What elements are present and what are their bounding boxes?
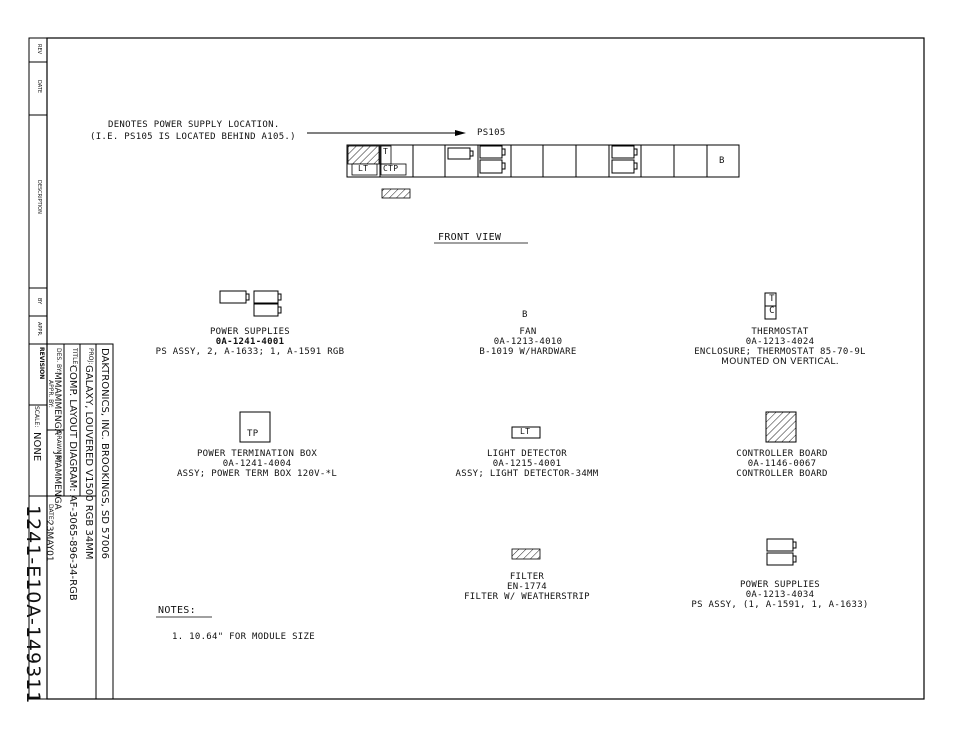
component-part: 0A-1241-4004 bbox=[222, 459, 292, 469]
component-name: POWER TERMINATION BOX bbox=[196, 449, 318, 459]
drawing-date: 23MAY01 bbox=[44, 520, 54, 562]
component-part: 0A-1213-4034 bbox=[745, 590, 815, 600]
date-label-tb: DATE: bbox=[47, 504, 54, 522]
component-desc: FILTER W/ WEATHERSTRIP bbox=[464, 592, 590, 602]
cell-termination-box bbox=[380, 163, 407, 176]
des-label: DES. BY: bbox=[55, 348, 62, 373]
light-detector-icon bbox=[511, 426, 541, 439]
callout-line-1: DENOTES POWER SUPPLY LOCATION. bbox=[108, 120, 280, 130]
component-thermostat: THERMOSTAT 0A-1213-4024 ENCLOSURE; THERM… bbox=[660, 327, 900, 367]
strip-label-fan: B bbox=[719, 156, 725, 166]
component-name: LIGHT DETECTOR bbox=[486, 449, 568, 459]
strip-label-t: T bbox=[383, 147, 389, 156]
appr-by-label: APPR. BY: bbox=[47, 380, 54, 408]
note-item: 1. 10.64" FOR MODULE SIZE bbox=[172, 632, 315, 642]
cell-power-supply-2 bbox=[479, 145, 506, 174]
callout-target: PS105 bbox=[477, 128, 506, 138]
drafter: JMAMMENGA bbox=[52, 452, 62, 510]
callout-line-2: (I.E. PS105 IS LOCATED BEHIND A105.) bbox=[90, 132, 296, 142]
proj-label: PROJ: bbox=[87, 348, 94, 365]
cell-power-supply-1 bbox=[447, 147, 474, 160]
description-label: DESCRIPTION bbox=[36, 180, 42, 214]
termination-box-icon bbox=[239, 411, 271, 443]
light-detector-symbol: LT bbox=[520, 427, 531, 436]
component-name: FILTER bbox=[509, 572, 545, 582]
date-label: DATE bbox=[36, 80, 42, 94]
termination-box-symbol: TP bbox=[247, 429, 259, 439]
component-part: 0A-1213-4024 bbox=[745, 337, 815, 347]
component-filter: FILTER EN-1774 FILTER W/ WEATHERSTRIP bbox=[407, 572, 647, 602]
component-extra: MOUNTED ON VERTICAL. bbox=[721, 357, 839, 367]
component-light-detector: LIGHT DETECTOR 0A-1215-4001 ASSY; LIGHT … bbox=[407, 449, 647, 479]
component-power-supplies-2: POWER SUPPLIES 0A-1213-4034 PS ASSY, (1,… bbox=[660, 580, 900, 610]
filter-icon bbox=[511, 548, 541, 560]
power-supplies-2-icon bbox=[766, 538, 797, 566]
front-view-title: FRONT VIEW bbox=[438, 232, 502, 243]
title-label: TITLE: bbox=[71, 348, 78, 367]
strip-label-lt: LT bbox=[358, 164, 369, 173]
component-termination-box: POWER TERMINATION BOX 0A-1241-4004 ASSY;… bbox=[137, 449, 377, 479]
drawing-title: COMP. LAYOUT DIAGRAM: AF-3065-896-34-RGB bbox=[67, 365, 78, 601]
cell-controller-board bbox=[347, 145, 380, 165]
project-name: GALAXY, LOUVERED V1500 RGB 34MM bbox=[83, 365, 94, 560]
component-part: 0A-1146-0067 bbox=[747, 459, 817, 469]
component-part: 0A-1241-4001 bbox=[215, 337, 285, 347]
component-desc: PS ASSY, (1, A-1591, 1, A-1633) bbox=[691, 600, 869, 610]
component-desc: ENCLOSURE; THERMOSTAT 85-70-9L bbox=[694, 347, 866, 357]
component-part: EN-1774 bbox=[506, 582, 548, 592]
component-fan: FAN 0A-1213-4010 B-1019 W/HARDWARE bbox=[408, 327, 648, 357]
cell-power-supply-3 bbox=[611, 145, 638, 174]
drawing-number: 1241-E10A-149311 bbox=[22, 505, 44, 705]
component-name: POWER SUPPLIES bbox=[739, 580, 821, 590]
component-desc: ASSY; POWER TERM BOX 120V-*L bbox=[176, 469, 338, 479]
scale-label: SCALE: bbox=[33, 406, 40, 428]
by-label: BY bbox=[36, 298, 42, 305]
controller-board-icon bbox=[765, 411, 797, 443]
scale-value: NONE bbox=[31, 432, 42, 462]
component-name: POWER SUPPLIES bbox=[209, 327, 291, 337]
component-name: CONTROLLER BOARD bbox=[736, 449, 828, 459]
callout-arrowhead bbox=[455, 130, 466, 136]
thermostat-icon bbox=[764, 292, 777, 320]
rev-label: REV bbox=[36, 44, 42, 55]
title-block bbox=[28, 343, 114, 700]
component-name: THERMOSTAT bbox=[751, 327, 809, 337]
appr-label: APPR. bbox=[36, 322, 42, 337]
company-line: DAKTRONICS, INC. BROOKINGS, SD 57006 bbox=[99, 348, 110, 559]
component-part: 0A-1213-4010 bbox=[493, 337, 563, 347]
strip-filter-marker bbox=[381, 188, 411, 199]
component-desc: B-1019 W/HARDWARE bbox=[479, 347, 577, 357]
component-name: FAN bbox=[519, 327, 537, 337]
component-desc: PS ASSY, 2, A-1633; 1, A-1591 RGB bbox=[155, 347, 345, 357]
power-supplies-icon bbox=[219, 290, 282, 317]
fan-symbol: B bbox=[522, 310, 528, 320]
revision-label: REVISION bbox=[38, 347, 45, 380]
component-controller-board: CONTROLLER BOARD 0A-1146-0067 CONTROLLER… bbox=[662, 449, 902, 479]
component-power-supplies: POWER SUPPLIES 0A-1241-4001 PS ASSY, 2, … bbox=[130, 327, 370, 357]
front-view-strip bbox=[346, 144, 740, 178]
notes-title: NOTES: bbox=[158, 605, 196, 616]
component-desc: ASSY; LIGHT DETECTOR-34MM bbox=[455, 469, 599, 479]
component-desc: CONTROLLER BOARD bbox=[736, 469, 828, 479]
cell-light-detector bbox=[351, 163, 378, 176]
strip-label-ctp: CTP bbox=[383, 164, 399, 173]
component-part: 0A-1215-4001 bbox=[492, 459, 562, 469]
